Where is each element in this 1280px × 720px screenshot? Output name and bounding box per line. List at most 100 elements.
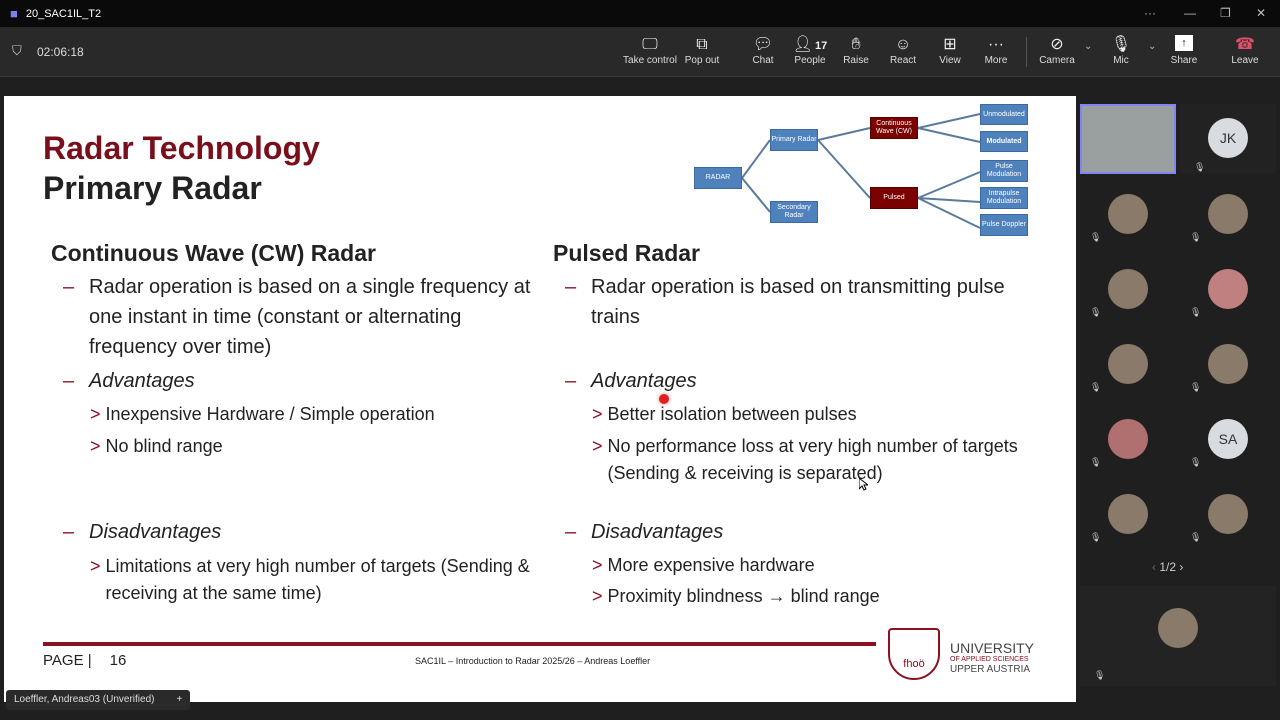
mic-off-icon: 🎙︎: [1190, 532, 1202, 542]
node-unmodulated: Unmodulated: [980, 104, 1028, 125]
avatar-jk: JK: [1208, 118, 1248, 158]
camera-button[interactable]: ⊘ Camera: [1029, 35, 1085, 66]
uni-line: OF APPLIED SCIENCES: [950, 656, 1029, 663]
label: Chat: [752, 55, 774, 66]
uni-line: UPPER AUSTRIA: [950, 664, 1031, 675]
label: Pop out: [684, 55, 720, 66]
raise-hand-button[interactable]: ✋︎Raise: [828, 35, 884, 66]
take-control-button[interactable]: 🖵Take control: [622, 35, 678, 66]
cw-dis-item: Limitations at very high number of targe…: [105, 556, 530, 603]
label: People: [794, 55, 826, 66]
restore-button[interactable]: ❐: [1220, 6, 1231, 20]
mic-off-icon: 🎙︎: [1190, 307, 1202, 317]
smiley-icon: ☺: [894, 36, 912, 53]
avatar[interactable]: [1108, 344, 1148, 384]
close-button[interactable]: ✕: [1256, 6, 1267, 20]
node-pulsed: Pulsed: [870, 187, 918, 209]
mic-button[interactable]: 🎙︎Mic: [1093, 35, 1149, 66]
mic-off-icon: 🎙︎: [1194, 162, 1206, 172]
university-name: UNIVERSITY OF APPLIED SCIENCES UPPER AUS…: [950, 641, 1034, 675]
mic-off-icon: 🎙︎: [1090, 382, 1102, 392]
diagram-connectors: [741, 113, 981, 229]
node-cw: Continuous Wave (CW): [870, 117, 918, 139]
avatar-sa[interactable]: SA: [1208, 419, 1248, 459]
shield-icon: ⛉: [12, 43, 22, 58]
avatar[interactable]: [1108, 419, 1148, 459]
avatar[interactable]: [1108, 494, 1148, 534]
mic-options-chevron[interactable]: ⌄: [1148, 41, 1157, 52]
people-count: 17: [815, 40, 828, 52]
pulsed-disadvantages: Disadvantages: [591, 521, 724, 543]
cw-advantages: Advantages: [89, 370, 195, 392]
pop-out-button[interactable]: ⧉ Pop out: [674, 35, 730, 66]
chat-button[interactable]: 💬︎Chat: [735, 35, 791, 66]
avatar[interactable]: [1208, 194, 1248, 234]
next-page-button[interactable]: ›: [1179, 560, 1184, 574]
plus-icon[interactable]: +: [176, 694, 183, 705]
view-button[interactable]: ⊞View: [922, 35, 978, 66]
more-icon[interactable]: ···: [1144, 6, 1156, 20]
pulsed-advantages: Advantages: [591, 370, 697, 392]
cw-adv-item: No blind range: [105, 436, 223, 456]
self-video-tile[interactable]: [1080, 104, 1176, 174]
pop-out-icon: ⧉: [696, 36, 708, 53]
pulsed-description: Radar operation is based on transmitting…: [591, 276, 1005, 328]
mic-off-icon: 🎙︎: [1090, 307, 1102, 317]
more-button[interactable]: ···More: [968, 35, 1024, 66]
meeting-timer: 02:06:18: [37, 45, 84, 59]
page-label: PAGE |: [43, 652, 92, 669]
participant-pager: ‹ 1/2 ›: [1152, 560, 1183, 574]
avatar[interactable]: [1108, 269, 1148, 309]
slide-title: Radar Technology: [43, 130, 320, 166]
cw-disadvantages: Disadvantages: [89, 521, 222, 543]
label: View: [939, 55, 961, 66]
label: Camera: [1039, 55, 1075, 66]
leave-button[interactable]: ☎Leave: [1217, 35, 1273, 66]
label: Share: [1170, 55, 1198, 66]
dash: –: [63, 370, 75, 392]
node-radar: RADAR: [694, 167, 742, 189]
avatar[interactable]: [1108, 194, 1148, 234]
people-icon: 👤︎17: [792, 36, 828, 53]
participant-tile-jk[interactable]: JK🎙︎: [1180, 104, 1276, 174]
pulsed-adv-item: Better isolation between pulses: [607, 404, 857, 424]
label: Take control: [623, 55, 677, 66]
react-button[interactable]: ☺ React: [875, 35, 931, 66]
avatar[interactable]: [1208, 494, 1248, 534]
window-title: 20_SAC1IL_T2: [25, 7, 102, 20]
pulsed-dis-item: Proximity blindness → blind range: [607, 586, 880, 606]
footer-course: SAC1IL – Introduction to Radar 2025/26 –…: [415, 656, 651, 666]
share-icon: ↑: [1175, 35, 1193, 51]
participant-tile[interactable]: 🎙︎: [1080, 586, 1276, 686]
cw-adv-item: Inexpensive Hardware / Simple operation: [105, 404, 435, 424]
mic-off-icon: 🎙︎: [1090, 232, 1102, 242]
camera-off-icon: ⊘: [1050, 36, 1064, 53]
label: React: [889, 55, 917, 66]
laser-pointer: [659, 394, 669, 404]
avatar[interactable]: [1208, 269, 1248, 309]
camera-options-chevron[interactable]: ⌄: [1084, 41, 1093, 52]
node-primary-radar: Primary Radar: [770, 129, 818, 151]
mic-off-icon: 🎙︎: [1090, 457, 1102, 467]
mic-off-icon: 🎙︎: [1190, 382, 1202, 392]
avatar[interactable]: [1208, 344, 1248, 384]
pulsed-heading: Pulsed Radar: [553, 240, 700, 266]
footer-rule: [43, 642, 876, 646]
prev-page-button[interactable]: ‹: [1152, 560, 1156, 574]
minimize-button[interactable]: —: [1184, 6, 1196, 20]
mouse-cursor-icon: [859, 478, 868, 491]
node-pulse-modulation: Pulse Modulation: [980, 160, 1028, 182]
pulsed-adv-item: No performance loss at very high number …: [607, 436, 1018, 483]
share-button[interactable]: ↑ Share: [1156, 35, 1212, 66]
mic-off-icon: 🎙︎: [1110, 36, 1132, 53]
hand-icon: ✋︎: [851, 36, 861, 53]
title-bar: ■ 20_SAC1IL_T2 ··· — ❐ ✕: [0, 0, 1280, 27]
label: Leave: [1231, 55, 1259, 66]
label: More: [984, 55, 1008, 66]
presenter-name: Loeffler, Andreas03 (Unverified): [14, 694, 155, 705]
node-pulse-doppler: Pulse Doppler: [980, 214, 1028, 236]
mic-off-icon: 🎙︎: [1090, 532, 1102, 542]
meeting-toolbar: ⛉ 02:06:18 🖵Take control ⧉ Pop out 💬︎Chat…: [0, 27, 1280, 77]
participants-panel: JK🎙︎ SA 🎙︎ 🎙︎ 🎙︎ 🎙︎ 🎙︎ 🎙︎ 🎙︎ 🎙︎ 🎙︎ 🎙︎ ‹ …: [1078, 96, 1280, 720]
